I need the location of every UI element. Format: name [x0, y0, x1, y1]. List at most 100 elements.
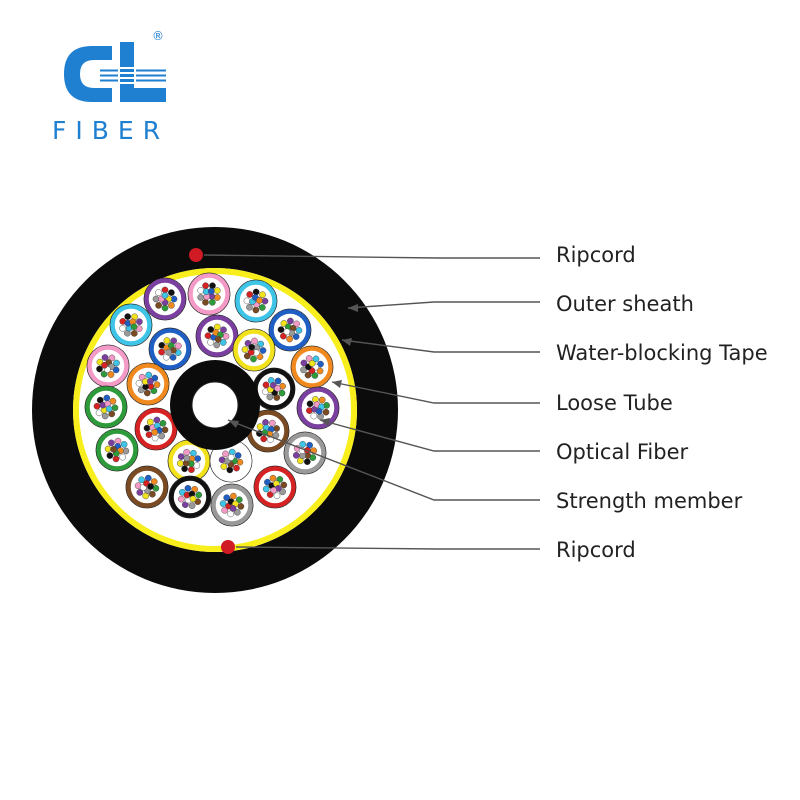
optical-fiber — [223, 494, 230, 502]
optical-fiber — [213, 287, 221, 294]
optical-fiber — [101, 412, 109, 420]
optical-fiber — [273, 425, 280, 432]
water-blocking-tape-ring — [73, 268, 357, 552]
optical-fiber — [101, 361, 108, 369]
optical-fiber — [279, 488, 286, 496]
arrowhead — [342, 338, 352, 346]
optical-fiber — [227, 510, 234, 518]
optical-fiber — [155, 289, 162, 296]
leader-strength-member — [227, 419, 540, 501]
optical-fiber — [143, 389, 151, 397]
optical-fiber — [96, 396, 104, 404]
optical-fiber — [295, 327, 303, 334]
label-ripcord-top: Ripcord — [556, 243, 636, 267]
labels: Ripcord Outer sheath Water-blocking Tape… — [556, 243, 768, 562]
optical-fiber — [262, 485, 270, 493]
optical-fiber — [106, 452, 114, 459]
optical-fiber — [96, 358, 104, 366]
loose-tube — [195, 314, 239, 358]
loose-tube — [126, 362, 170, 406]
optical-fiber — [268, 419, 276, 427]
optical-fiber — [266, 491, 274, 498]
optical-fiber — [105, 405, 113, 413]
optical-fiber — [258, 304, 266, 311]
optical-fiber — [248, 343, 255, 351]
optical-fiber — [177, 453, 185, 460]
optical-fiber — [107, 371, 115, 378]
optical-fiber — [100, 370, 108, 378]
optical-fiber — [143, 424, 151, 432]
optical-fiber — [130, 330, 138, 337]
optical-fiber — [146, 418, 154, 426]
optical-fiber — [246, 291, 253, 298]
optical-fiber — [158, 432, 165, 440]
optical-fiber — [153, 416, 161, 424]
optical-fiber — [264, 478, 271, 486]
arrowhead — [348, 304, 358, 312]
optical-fiber — [207, 338, 214, 346]
optical-fiber — [175, 342, 182, 350]
optical-fiber — [273, 492, 281, 500]
optical-fiber — [287, 317, 294, 325]
optical-fiber — [280, 320, 288, 327]
optical-fiber — [270, 486, 277, 494]
optical-fiber — [246, 303, 253, 311]
optical-fiber — [136, 318, 143, 326]
label-outer-sheath: Outer sheath — [556, 292, 694, 316]
optical-fiber — [96, 365, 103, 373]
optical-fiber — [310, 412, 318, 420]
optical-fiber — [188, 502, 196, 510]
leader-ripcord-bottom — [235, 546, 540, 550]
optical-fiber — [190, 449, 197, 457]
optical-fiber — [256, 423, 264, 431]
optical-fiber — [220, 326, 227, 334]
optical-fiber — [161, 292, 169, 299]
optical-fiber — [222, 450, 229, 458]
optical-fiber — [145, 371, 152, 379]
ripcord-top-dot — [189, 248, 203, 262]
optical-fiber — [251, 337, 258, 345]
optical-fiber — [207, 287, 215, 295]
optical-fiber — [119, 453, 126, 461]
arrowhead — [228, 420, 239, 428]
optical-fiber — [136, 489, 144, 496]
label-strength-member: Strength member — [556, 489, 743, 513]
optical-fiber — [317, 360, 324, 368]
strength-member-core — [191, 381, 239, 429]
optical-fiber — [195, 491, 202, 499]
optical-fiber — [316, 367, 324, 375]
optical-fiber — [207, 326, 215, 333]
optical-fiber — [197, 294, 204, 301]
leader-lines — [203, 254, 540, 550]
optical-fiber — [280, 332, 287, 340]
label-optical-fiber: Optical Fiber — [556, 440, 688, 464]
optical-fiber — [299, 440, 307, 448]
optical-fiber — [228, 448, 236, 456]
optical-fiber — [293, 320, 300, 328]
optical-fiber — [222, 332, 230, 340]
optical-fiber — [165, 349, 172, 356]
optical-fiber — [274, 385, 281, 392]
optical-fiber — [108, 439, 115, 447]
optical-fiber — [113, 359, 120, 367]
optical-fiber — [241, 346, 249, 353]
optical-fiber — [312, 355, 320, 363]
optical-fiber — [259, 291, 266, 299]
loose-tube — [246, 409, 290, 453]
optical-fiber — [278, 389, 286, 397]
loose-tube — [268, 308, 312, 352]
optical-fiber — [260, 435, 268, 443]
optical-fiber — [243, 297, 251, 305]
loose-tube — [143, 277, 187, 321]
optical-fiber — [256, 297, 263, 304]
cable — [32, 227, 398, 593]
optical-fiber — [93, 402, 101, 410]
leader-loose-tube — [331, 381, 540, 404]
optical-fiber — [292, 333, 300, 340]
optical-fiber — [147, 377, 154, 385]
logo-text: FIBER — [52, 116, 169, 145]
optical-fiber — [145, 431, 153, 439]
optical-fiber — [274, 377, 282, 385]
logo: ® FIBER — [52, 29, 170, 145]
optical-fiber — [252, 288, 260, 296]
